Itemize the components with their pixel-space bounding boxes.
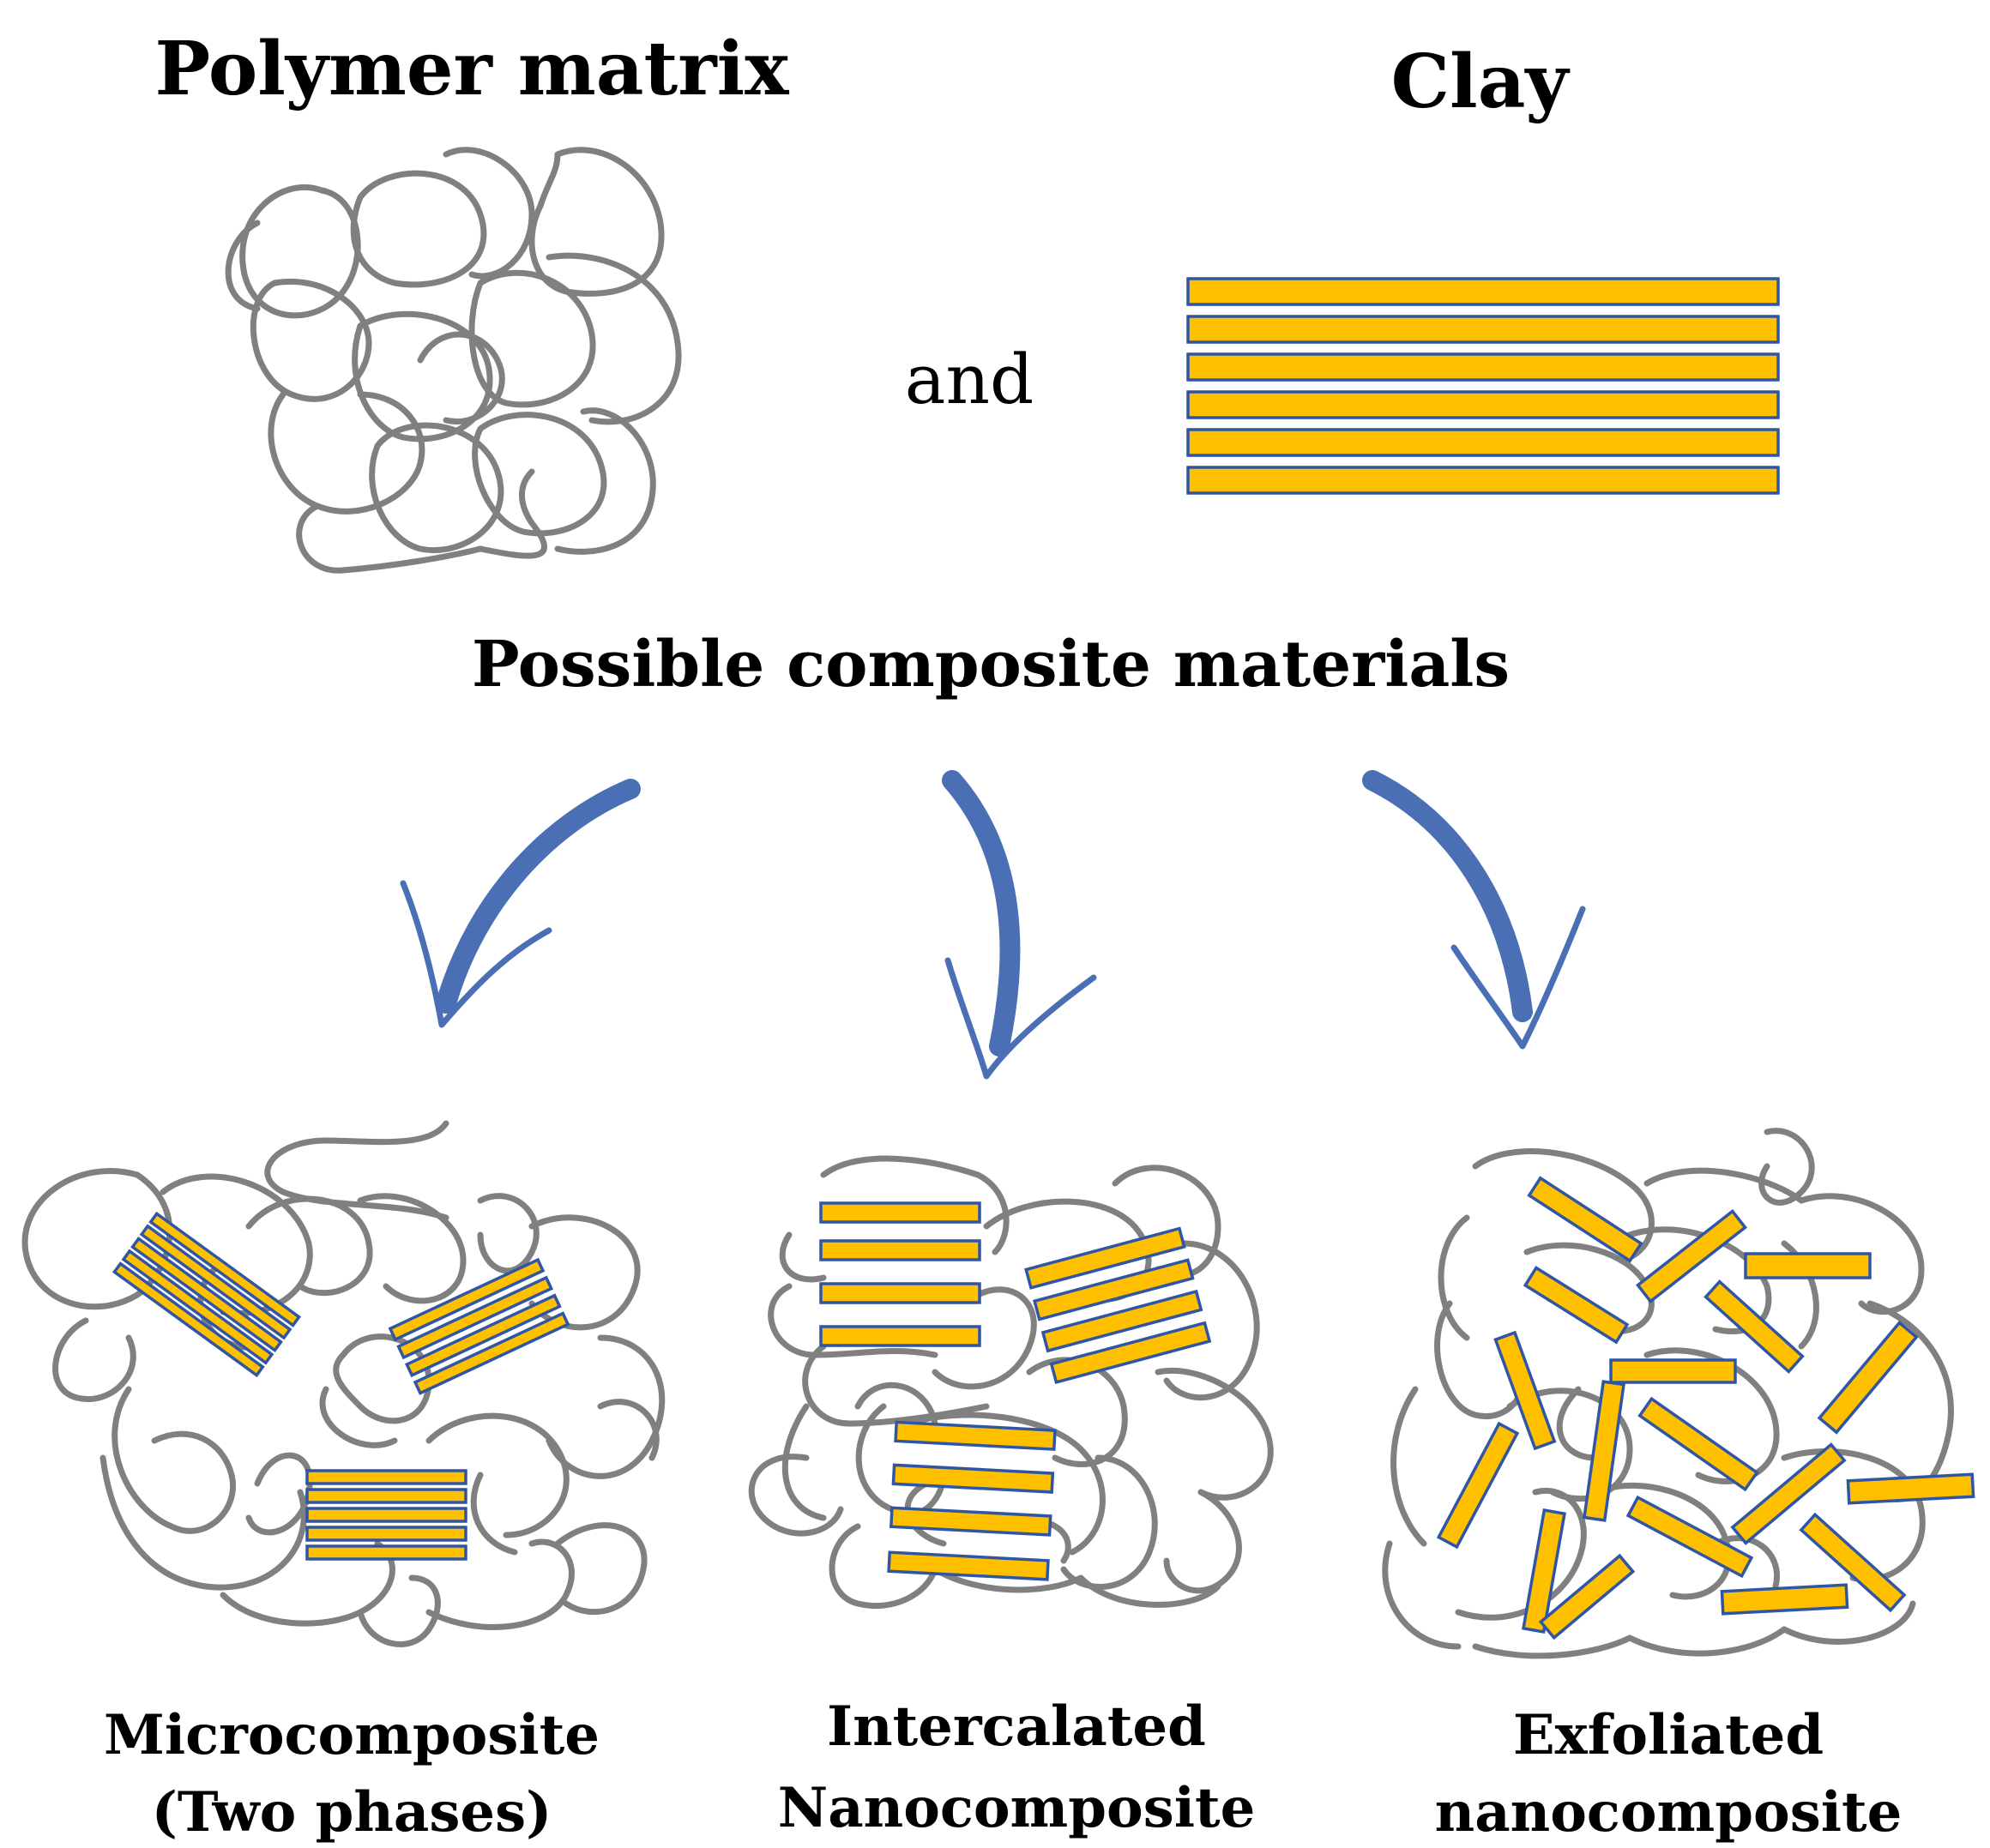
polymer-matrix-title: Polymer matrix: [154, 26, 789, 112]
intercalated-label: Intercalated: [827, 1695, 1206, 1759]
arrow-to-intercalated: [942, 770, 1097, 1080]
intercalated-structure: [748, 1155, 1274, 1610]
clay-layer: [1186, 277, 1780, 306]
polymer-matrix-tangle: [225, 147, 682, 574]
and-connector: and: [905, 340, 1034, 419]
intercalated-sublabel: Nanocomposite: [778, 1776, 1256, 1840]
clay-layer: [1186, 390, 1780, 419]
possible-composites-subtitle: Possible composite materials: [472, 628, 1510, 701]
microcomposite-sublabel: (Two phases): [152, 1780, 552, 1845]
arrow-to-exfoliated: [1362, 770, 1586, 1050]
clay-layer: [1186, 428, 1780, 457]
microcomposite-label: Microcomposite: [104, 1703, 600, 1767]
clay-layer: [1186, 352, 1780, 382]
arrow-to-microcomposite: [400, 779, 641, 1028]
clay-layer: [1186, 315, 1780, 344]
microcomposite-structure: [21, 1120, 666, 1647]
clay-stack: [1186, 277, 1780, 495]
exfoliated-label: Exfoliated: [1513, 1703, 1824, 1767]
clay-title: Clay: [1391, 39, 1571, 125]
clay-layer: [1186, 466, 1780, 495]
exfoliated-sublabel: nanocomposite: [1435, 1780, 1903, 1845]
exfoliated-structure: [1382, 1128, 1975, 1659]
